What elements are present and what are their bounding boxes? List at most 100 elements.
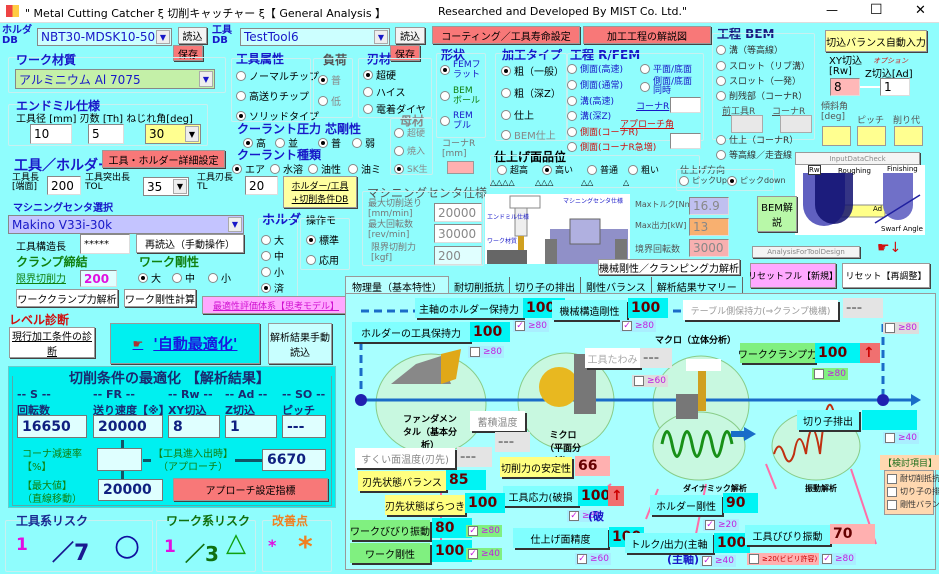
radio-button[interactable] [679, 175, 689, 186]
analysis-tool-design-button[interactable]: AnalysisForToolDesign [752, 246, 860, 258]
process-option[interactable]: 平面/底面 [640, 62, 692, 75]
auto-balance-button[interactable]: 切込バランス自動入力 [825, 30, 927, 52]
blade-option[interactable]: ハイス [363, 84, 406, 99]
process-option[interactable]: 溝(深Z) [567, 109, 611, 122]
checkbox[interactable]: ✓ [468, 549, 478, 559]
work-clamp-analysis-button[interactable]: ワーククランプ力解析 [16, 289, 118, 307]
auto-optimize-button[interactable]: ☛'自動最適化' [110, 323, 260, 364]
diameter-input[interactable]: 10 [30, 124, 72, 144]
radio-button[interactable] [308, 163, 318, 174]
checkbox[interactable] [887, 486, 897, 497]
review-item[interactable]: 剛性バランス [887, 499, 939, 510]
blade-option[interactable]: 超硬 [363, 67, 396, 82]
mc-select[interactable]: Makino V33i-30k▼ [8, 215, 244, 234]
load-option[interactable]: 普 [318, 72, 341, 87]
finish-dir-option[interactable]: ピックdown [727, 175, 786, 186]
radio-button[interactable] [567, 63, 577, 74]
minimize-button[interactable]: — [826, 3, 838, 17]
radio-button[interactable] [261, 250, 271, 261]
table-threshold[interactable]: ≥80 [883, 322, 919, 334]
core-option[interactable]: 普 [318, 135, 341, 150]
z-cut-input[interactable]: 1 [880, 78, 910, 96]
coating-settings-button[interactable]: コーティング／工具寿命設定 [432, 26, 580, 44]
helix-select[interactable]: 30▼ [145, 124, 201, 144]
bem-corner-r-input[interactable] [780, 115, 812, 133]
radio-button[interactable] [232, 163, 242, 174]
edge-balance-button[interactable]: 刃先状態バランス [358, 471, 446, 491]
tool-flute-length-input[interactable]: 20 [245, 176, 278, 195]
tool-holder-detail-button[interactable]: 工具・ホルダー詳細設定 [102, 150, 225, 168]
approach-settings-button[interactable]: アプローチ設定指標 [173, 478, 328, 501]
heat-button[interactable]: 蓄積温度 [470, 411, 525, 431]
radio-button[interactable] [394, 127, 404, 138]
tool-load-button[interactable]: 読込 [395, 27, 425, 44]
tool-length-input[interactable]: 200 [47, 176, 81, 195]
holder-size-option[interactable]: 大 [261, 232, 284, 247]
radio-button[interactable] [628, 164, 638, 175]
radio-button[interactable] [501, 129, 511, 140]
tool-stress-button[interactable]: 工具応力(破損 [503, 486, 578, 506]
radio-button[interactable] [363, 69, 373, 80]
pitch-input[interactable] [857, 126, 886, 146]
tool-attr-option[interactable]: ノーマルチップ [236, 68, 319, 83]
checkbox[interactable] [885, 433, 895, 443]
machining-type-option[interactable]: BEM仕上 [501, 127, 556, 142]
radio-button[interactable] [394, 163, 404, 174]
tool-chatter-button[interactable]: 工具びびり振動 [745, 525, 830, 545]
radio-button[interactable] [261, 234, 271, 245]
maximize-button[interactable]: ☐ [870, 2, 883, 18]
work-chatter-button[interactable]: ワークびびり振動 [350, 520, 430, 540]
core-option[interactable]: 弱 [352, 135, 375, 150]
tab-cutting-resistance[interactable]: 耐切削抵抗 [449, 277, 510, 294]
corner-r-link[interactable]: コーナR [636, 102, 670, 112]
work-chatter-threshold[interactable]: ✓≥80 [466, 525, 502, 537]
radio-button[interactable] [306, 254, 316, 265]
clamp-limit-input[interactable]: 200 [80, 270, 117, 287]
radio-button[interactable] [440, 116, 450, 126]
radio-button[interactable] [587, 164, 597, 175]
rake-temp-button[interactable]: すくい面温度(刃先) [355, 448, 455, 468]
radio-button[interactable] [640, 63, 650, 74]
shape-option[interactable]: BEMボール [440, 86, 484, 106]
tool-deflection-button[interactable]: 工具たわみ [585, 348, 640, 368]
mode-option[interactable]: 応用 [306, 252, 339, 267]
holder-tool-threshold[interactable]: ≥80 [468, 346, 504, 358]
max-feed-input[interactable]: 20000 [434, 203, 482, 222]
work-material-select[interactable]: アルミニウム Al 7075▼ [15, 69, 215, 89]
tab-rigidity-balance[interactable]: 剛性バランス [581, 277, 652, 294]
radio-button[interactable] [716, 44, 726, 55]
diagnose-current-button[interactable]: 現行加工条件の診断 [9, 327, 95, 358]
tool-stress-threshold[interactable]: ✓≥80 [567, 510, 603, 522]
radio-button[interactable] [236, 90, 246, 101]
blade-option[interactable]: 電着ダイヤ [363, 101, 426, 116]
radio-button[interactable] [716, 75, 726, 86]
holder-rigidity-threshold[interactable]: ✓≥20 [703, 519, 739, 531]
radio-button[interactable] [567, 79, 577, 90]
base-option[interactable]: SK生 [394, 162, 428, 175]
chip-threshold[interactable]: ≥40 [883, 432, 919, 444]
finish-dir-option[interactable]: ピックUp [679, 175, 727, 186]
work-rigidity-option[interactable]: 大 [138, 270, 161, 285]
tab-chip-evacuation[interactable]: 切り子の排出 [510, 277, 581, 294]
bem-explain-button[interactable]: BEM解説 [757, 196, 797, 232]
evaluation-model-button[interactable]: 最適性評価体系【思考モデル】 [202, 296, 350, 314]
radio-button[interactable] [318, 74, 328, 85]
process-option[interactable]: 溝(高速) [567, 94, 614, 107]
holder-tool-db-button[interactable]: ホルダー/工具+切削条件DB [283, 176, 357, 208]
close-button[interactable]: ✕ [915, 3, 926, 18]
tab-physical[interactable]: 物理量（基本特性） [345, 276, 449, 294]
cutting-stability-button[interactable]: 切削力の安定性 [500, 457, 572, 477]
checkbox[interactable] [885, 323, 895, 333]
xy-cut-input[interactable]: 8 [830, 78, 860, 96]
checkbox[interactable]: ✓ [702, 556, 712, 566]
bem-option[interactable]: スロット（リブ溝） [716, 59, 810, 72]
radio-button[interactable] [497, 164, 507, 175]
tool-save-button[interactable]: 保存 [390, 45, 420, 61]
radio-button[interactable] [318, 137, 328, 148]
bem-option[interactable]: 溝（等高線） [716, 43, 783, 56]
radio-button[interactable] [352, 137, 362, 148]
radio-button[interactable] [716, 90, 726, 101]
tool-chatter-threshold-b[interactable]: ✓≥80 [820, 553, 856, 565]
process-option[interactable]: 側面(高速) [567, 62, 623, 75]
process-option[interactable]: 側面(コーナR急増) [567, 140, 656, 153]
